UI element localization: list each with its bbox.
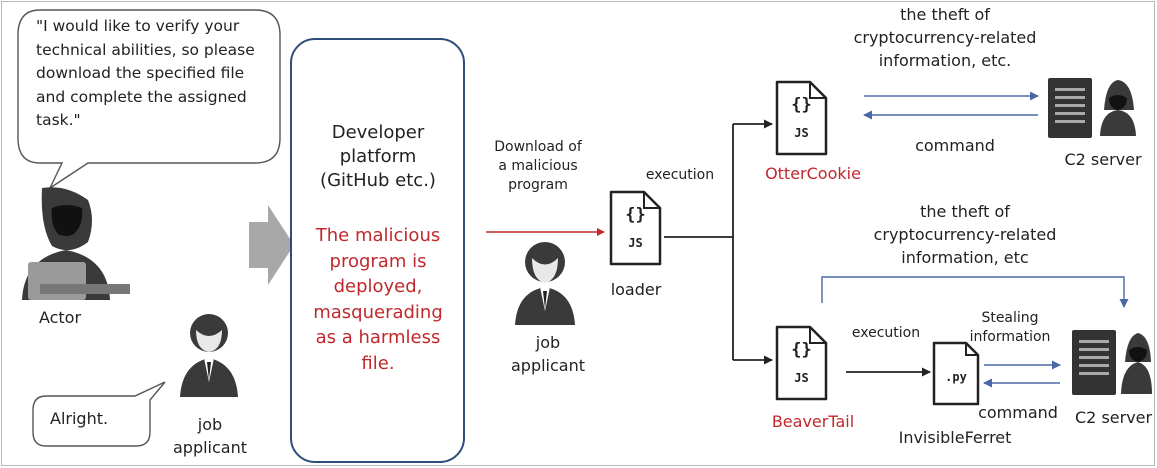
applicant-speech-bubble	[32, 381, 166, 447]
beavertail-file-icon	[775, 325, 828, 401]
applicant-left-icon	[180, 314, 238, 397]
ottercookie-brace-icon: {}	[791, 95, 812, 115]
c2-label-top: C2 server	[1064, 150, 1142, 169]
invisibleferret-ext: .py	[945, 370, 967, 384]
invisibleferret-file-icon	[932, 341, 980, 406]
beavertail-ext: JS	[794, 371, 809, 385]
platform-description: The malicious program is deployed, masqu…	[313, 225, 443, 374]
beavertail-label: BeaverTail	[771, 412, 855, 431]
loader-brace-icon: {}	[625, 205, 646, 225]
c2-server-top-icon	[1048, 78, 1136, 138]
applicant-mid-icon	[515, 242, 575, 325]
applicant-mid-label: job applicant	[510, 333, 586, 375]
actor-hooded-icon	[22, 187, 130, 300]
actor-speech-bubble	[17, 9, 281, 190]
beavertail-brace-icon: {}	[791, 340, 812, 360]
execution-label-top: execution	[645, 167, 715, 183]
loader-ext: JS	[628, 236, 643, 250]
actor-speech-text: "I would like to verify your technical a…	[36, 17, 255, 129]
theft-label-top: the theft of cryptocurrency-related info…	[853, 5, 1037, 70]
command-label-top: command	[915, 136, 995, 155]
download-label: Download of a malicious program	[494, 139, 582, 193]
applicant-speech-text: Alright.	[50, 409, 109, 428]
loader-label: loader	[610, 280, 662, 299]
ottercookie-label: OtterCookie	[765, 164, 861, 183]
platform-title: Developer platform (GitHub etc.)	[320, 122, 436, 191]
theft-label-bottom: the theft of cryptocurrency-related info…	[873, 202, 1057, 267]
stealing-label: Stealing information	[969, 310, 1051, 345]
invisibleferret-label: InvisibleFerret	[898, 428, 1012, 447]
ottercookie-ext: JS	[794, 126, 809, 140]
c2-label-bottom: C2 server	[1075, 408, 1153, 427]
exfil-arrow-bracket	[821, 276, 1129, 308]
loader-file-icon	[609, 190, 662, 266]
execution-connector	[664, 119, 773, 365]
actor-label: Actor	[38, 308, 82, 327]
c2-server-bottom-icon	[1072, 330, 1152, 395]
developer-platform-box	[290, 38, 465, 463]
gray-block-arrow	[249, 205, 294, 285]
command-label-bottom: command	[978, 403, 1058, 422]
ottercookie-file-icon	[775, 80, 828, 156]
execution-label-bottom: execution	[851, 325, 921, 341]
applicant-left-label: job applicant	[172, 415, 248, 457]
